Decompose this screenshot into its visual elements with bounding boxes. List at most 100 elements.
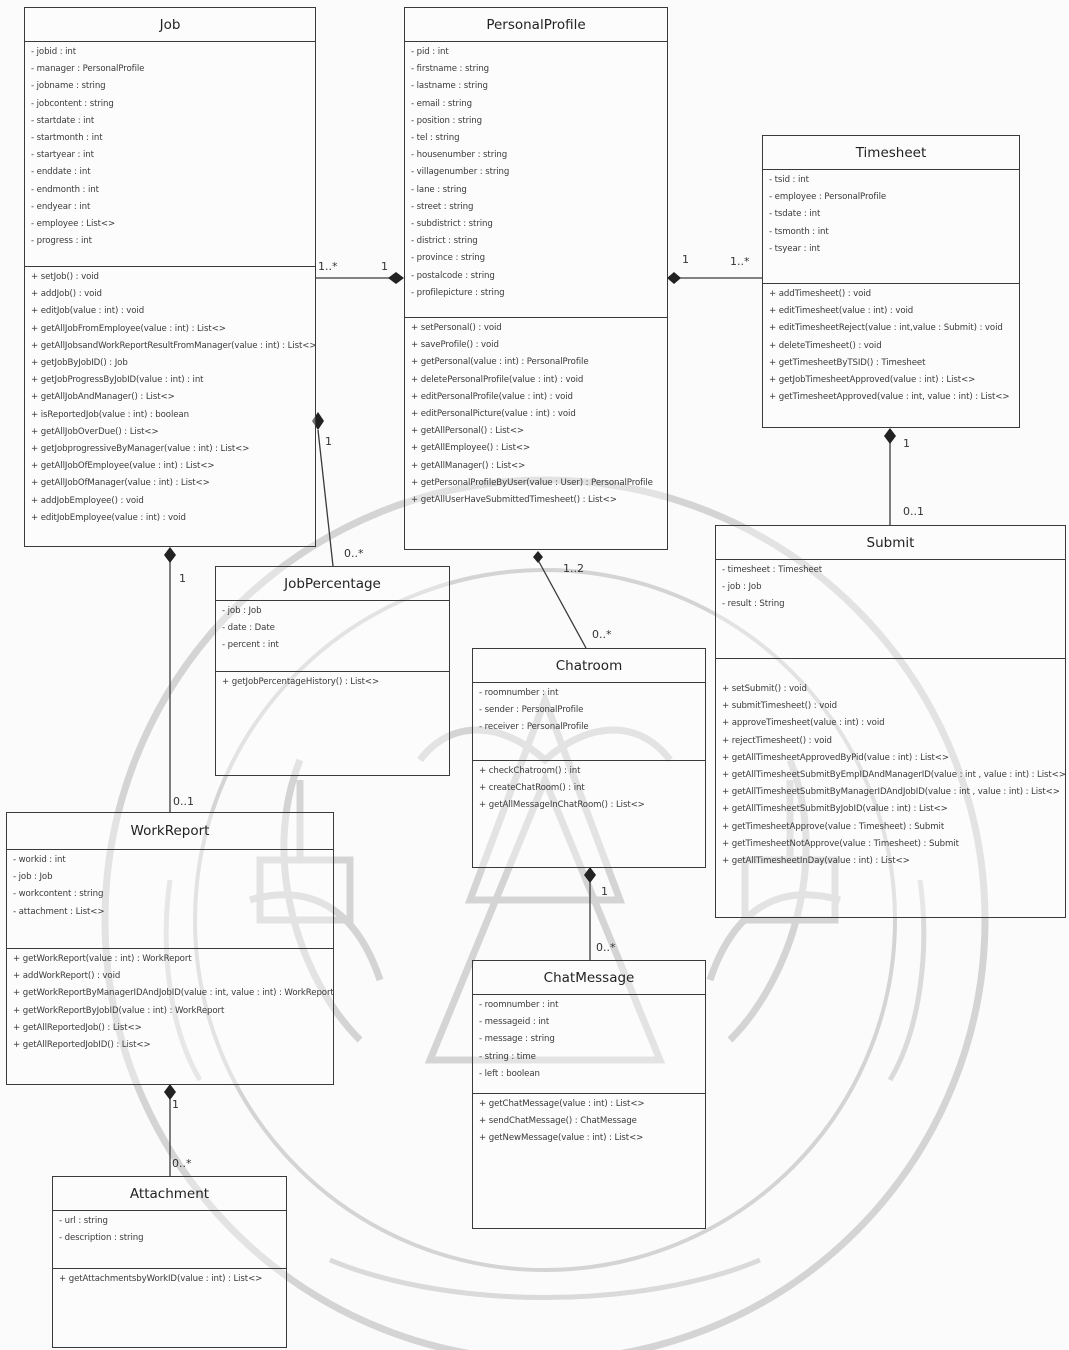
attribute-row: - workid : int [13, 852, 327, 869]
class-title: Submit [716, 526, 1065, 560]
attribute-row: - lastname : string [411, 78, 661, 95]
method-list: + getJobPercentageHistory() : List<> [222, 674, 443, 691]
attribute-row: - receiver : PersonalProfile [479, 719, 699, 736]
attribute-row: - jobname : string [31, 78, 309, 95]
method-list: + setJob() : void+ addJob() : void + edit… [31, 269, 309, 527]
attribute-row: - tel : string [411, 130, 661, 147]
method-row: + deleteTimesheet() : void [769, 338, 1013, 355]
method-row: + getAllTimesheetInDay(value : int) : Li… [722, 853, 1059, 870]
attribute-row: - tsmonth : int [769, 224, 1013, 241]
method-row: + addJob() : void [31, 286, 309, 303]
attribute-row: - manager : PersonalProfile [31, 61, 309, 78]
attribute-row: - attachment : List<> [13, 904, 327, 921]
attribute-row: - lane : string [411, 182, 661, 199]
mult-job-profile-job: 1..* [318, 260, 338, 273]
method-row: + getAllJobFromEmployee(value : int) : L… [31, 321, 309, 338]
class-title: Timesheet [763, 136, 1019, 170]
method-row: + rejectTimesheet() : void [722, 733, 1059, 750]
mult-job-jobpercentage-jp: 0..* [344, 547, 364, 560]
attribute-row: - result : String [722, 596, 1059, 613]
method-row: + getWorkReportByManagerIDAndJobID(value… [13, 985, 327, 1002]
method-row: + getTimesheetApprove(value : Timesheet)… [722, 819, 1059, 836]
composition-diamond-profile-chat [533, 551, 543, 563]
method-row: + setPersonal() : void [411, 320, 661, 337]
class-jobpercentage: JobPercentage - job : Job- date : Date- … [215, 566, 450, 776]
mult-chatroom-chatmessage-cm: 0..* [596, 941, 616, 954]
method-row: + getAllTimesheetApprovedByPid(value : i… [722, 750, 1059, 767]
mult-job-profile-profile: 1 [381, 260, 388, 273]
class-title: WorkReport [7, 813, 333, 850]
method-row: + getAttachmentsbyWorkID(value : int) : … [59, 1271, 280, 1288]
class-chatmessage: ChatMessage - roomnumber : int- messagei… [472, 960, 706, 1229]
method-row: + getAllJobAndManager() : List<> [31, 389, 309, 406]
class-title: PersonalProfile [405, 8, 667, 42]
attribute-row: - subdistrict : string [411, 216, 661, 233]
method-row: + checkChatroom() : int [479, 763, 699, 780]
mult-profile-chatroom-chatroom: 0..* [592, 628, 612, 641]
mult-workreport-attachment-wr: 1 [172, 1098, 179, 1111]
method-row: + getAllManager() : List<> [411, 458, 661, 475]
mult-timesheet-submit-timesheet: 1 [903, 437, 910, 450]
mult-job-workreport-wr: 0..1 [173, 795, 194, 808]
attribute-row: - startmonth : int [31, 130, 309, 147]
attribute-row: - roomnumber : int [479, 685, 699, 702]
method-list: + getAttachmentsbyWorkID(value : int) : … [59, 1271, 280, 1288]
method-row: + setJob() : void [31, 269, 309, 286]
class-attachment: Attachment - url : string- description :… [52, 1176, 287, 1348]
attribute-row: - messageid : int [479, 1014, 699, 1031]
attribute-row: - endmonth : int [31, 182, 309, 199]
attribute-row: - villagenumber : string [411, 164, 661, 181]
attribute-list: - roomnumber : int- messageid : int- mes… [479, 997, 699, 1083]
method-row: + approveTimesheet(value : int) : void [722, 715, 1059, 732]
method-row: + addWorkReport() : void [13, 968, 327, 985]
method-row: + saveProfile() : void [411, 337, 661, 354]
attribute-row: - message : string [479, 1031, 699, 1048]
attribute-list: - job : Job- date : Date- percent : int [222, 603, 443, 655]
attribute-row: - job : Job [722, 579, 1059, 596]
attribute-row: - tsid : int [769, 172, 1013, 189]
attribute-row: - postalcode : string [411, 268, 661, 285]
attribute-list: - pid : int- firstname : string- lastnam… [411, 44, 661, 302]
attribute-list: - jobid : int- manager : PersonalProfile… [31, 44, 309, 250]
method-list: + getChatMessage(value : int) : List<>+ … [479, 1096, 699, 1148]
attribute-row: - housenumber : string [411, 147, 661, 164]
class-personalprofile: PersonalProfile - pid : int- firstname :… [404, 7, 668, 550]
attribute-row: - date : Date [222, 620, 443, 637]
attribute-list: - url : string- description : string [59, 1213, 280, 1247]
attribute-row: - district : string [411, 233, 661, 250]
method-row: + getJobProgressByJobID(value : int) : i… [31, 372, 309, 389]
method-row: + getAllReportedJob() : List<> [13, 1020, 327, 1037]
mult-workreport-attachment-att: 0..* [172, 1157, 192, 1170]
attribute-row: - profilepicture : string [411, 285, 661, 302]
composition-diamond-timesheet-submit [884, 428, 896, 444]
method-row: + editJobEmployee(value : int) : void [31, 510, 309, 527]
method-row: + submitTimesheet() : void [722, 698, 1059, 715]
method-row: + getPersonalProfileByUser(value : User)… [411, 475, 661, 492]
mult-profile-chatroom-profile: 1..2 [563, 562, 584, 575]
class-chatroom: Chatroom - roomnumber : int- sender : Pe… [472, 648, 706, 868]
method-row: + deletePersonalProfile(value : int) : v… [411, 372, 661, 389]
attribute-row: - pid : int [411, 44, 661, 61]
method-row: + getTimesheetNotApprove(value : Timeshe… [722, 836, 1059, 853]
mult-chatroom-chatmessage-chatroom: 1 [601, 885, 608, 898]
method-row: + setSubmit() : void [722, 681, 1059, 698]
method-row: + getAllEmployee() : List<> [411, 440, 661, 457]
method-list: + addTimesheet() : void+ editTimesheet(v… [769, 286, 1013, 406]
method-row: + getChatMessage(value : int) : List<> [479, 1096, 699, 1113]
attribute-row: - jobcontent : string [31, 96, 309, 113]
method-row: + editTimesheet(value : int) : void [769, 303, 1013, 320]
class-title: Job [25, 8, 315, 42]
method-row: + isReportedJob(value : int) : boolean [31, 407, 309, 424]
attribute-list: - roomnumber : int- sender : PersonalPro… [479, 685, 699, 737]
composition-diamond-profile-timesheet [667, 272, 681, 284]
attribute-list: - workid : int- job : Job- workcontent :… [13, 852, 327, 921]
attribute-row: - startdate : int [31, 113, 309, 130]
method-row: + editPersonalProfile(value : int) : voi… [411, 389, 661, 406]
method-row: + getJobprogressiveByManager(value : int… [31, 441, 309, 458]
method-list: + getWorkReport(value : int) : WorkRepor… [13, 951, 327, 1054]
attribute-row: - employee : List<> [31, 216, 309, 233]
class-title: JobPercentage [216, 567, 449, 601]
attribute-row: - tsdate : int [769, 206, 1013, 223]
attribute-row: - roomnumber : int [479, 997, 699, 1014]
mult-profile-timesheet-profile: 1 [682, 253, 689, 266]
